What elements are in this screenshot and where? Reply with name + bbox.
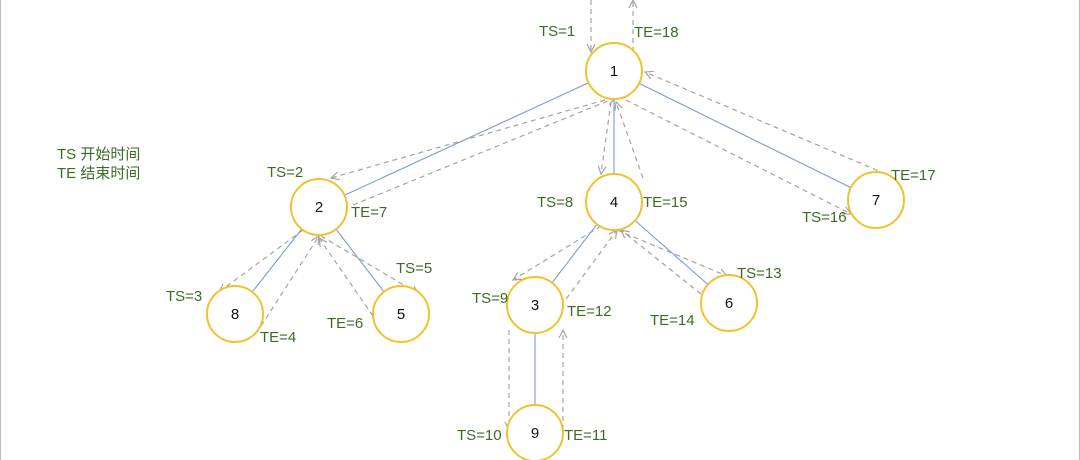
time-label-te4: TE=4 — [260, 329, 296, 346]
time-label-ts5: TS=5 — [396, 260, 432, 277]
node-5: 5 — [372, 285, 430, 343]
node-label: 5 — [397, 306, 405, 323]
node-label: 2 — [315, 199, 323, 216]
node-label: 7 — [872, 192, 880, 209]
node-circle — [585, 173, 643, 231]
node-label: 9 — [531, 425, 539, 442]
node-circle — [290, 178, 348, 236]
legend: TS 开始时间 TE 结束时间 — [57, 145, 140, 183]
traversal-arrow — [601, 101, 612, 174]
time-label-ts9: TS=9 — [472, 290, 508, 307]
time-label-ts1: TS=1 — [539, 23, 575, 40]
node-6: 6 — [700, 274, 758, 332]
traversal-arrow — [319, 238, 374, 317]
node-circle — [206, 285, 264, 343]
node-9: 9 — [506, 404, 564, 460]
time-label-ts3: TS=3 — [166, 288, 202, 305]
time-label-ts8: TS=8 — [537, 194, 573, 211]
traversal-arrow — [645, 72, 887, 175]
traversal-arrow — [320, 235, 419, 294]
time-label-te12: TE=12 — [567, 303, 612, 320]
legend-te: TE 结束时间 — [57, 165, 141, 182]
time-label-te14: TE=14 — [650, 312, 695, 329]
nodes: 1 2 4 7 8 5 3 6 9 — [206, 42, 905, 460]
node-3: 3 — [506, 276, 564, 334]
traversal-arrow — [260, 236, 319, 327]
traversal-arrow — [352, 98, 615, 206]
node-label: 4 — [610, 194, 618, 211]
time-label-ts13: TS=13 — [737, 265, 782, 282]
tree-edge-1-7 — [638, 82, 852, 189]
tree-edge-4-3 — [551, 223, 598, 284]
traversal-arrow — [621, 230, 702, 295]
node-circle — [847, 171, 905, 229]
node-2: 2 — [290, 178, 348, 236]
node-circle — [585, 42, 643, 100]
node-circle — [506, 404, 564, 460]
time-label-ts2: TS=2 — [267, 164, 303, 181]
time-label-te17: TE=17 — [891, 167, 936, 184]
legend-ts: TS 开始时间 — [57, 146, 141, 163]
traversal-arrow — [625, 99, 851, 214]
node-4: 4 — [585, 173, 643, 231]
tree-edges — [251, 82, 852, 405]
tree-edge-2-8 — [251, 228, 303, 293]
time-label-te15: TE=15 — [643, 194, 688, 211]
node-1: 1 — [585, 42, 643, 100]
traversal-arrow — [616, 229, 727, 276]
traversal-arrow — [616, 102, 644, 179]
node-8: 8 — [206, 285, 264, 343]
traversal-arrow — [560, 230, 617, 307]
tree-edge-1-2 — [344, 82, 589, 196]
time-label-ts10: TS=10 — [457, 427, 502, 444]
time-label-ts16: TS=16 — [802, 209, 847, 226]
node-label: 3 — [531, 297, 539, 314]
traversal-arrows — [219, 0, 887, 430]
node-label: 6 — [725, 295, 733, 312]
node-circle — [372, 285, 430, 343]
time-label-te2: TE=7 — [351, 204, 387, 221]
traversal-arrow — [513, 225, 602, 280]
time-label-te1: TE=18 — [634, 24, 679, 41]
traversal-arrow — [331, 99, 606, 178]
traversal-arrow — [219, 229, 304, 292]
tree-edge-2-5 — [335, 228, 385, 293]
time-label-te6: TE=6 — [327, 315, 363, 332]
node-label: 8 — [231, 306, 239, 323]
node-7: 7 — [847, 171, 905, 229]
node-circle — [700, 274, 758, 332]
node-label: 1 — [610, 63, 618, 80]
node-circle — [506, 276, 564, 334]
time-label-te11: TE=11 — [564, 427, 608, 444]
